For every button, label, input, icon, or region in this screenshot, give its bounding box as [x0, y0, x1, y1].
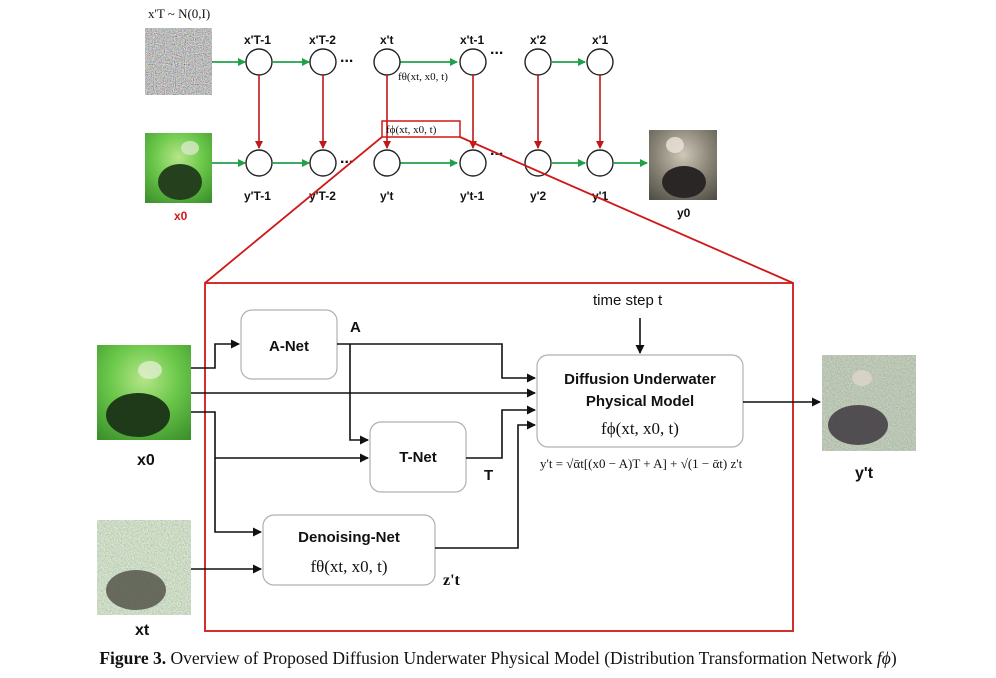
detail-frame — [204, 282, 794, 632]
label-x1: x'1 — [592, 33, 609, 47]
node-yT1 — [245, 149, 273, 177]
dupm-box — [536, 354, 744, 448]
arrow-a-to-tnet — [349, 344, 369, 445]
caption-symbol: fϕ — [876, 648, 891, 668]
denoise-fn: fθ(xt, x0, t) — [310, 557, 387, 576]
arrow-x0-to-denoise — [214, 458, 262, 537]
node-yt1 — [459, 149, 487, 177]
x0-image-top — [145, 133, 212, 203]
node-yt — [373, 149, 401, 177]
tnet-label: T-Net — [399, 449, 437, 466]
label-yT2: y'T-2 — [309, 189, 336, 203]
dupm-fn: fϕ(xt, x0, t) — [601, 419, 679, 438]
x0-image — [97, 345, 191, 440]
noise-dist-label: x'T ~ N(0,I) — [148, 6, 210, 21]
label-xt: x't — [380, 33, 394, 47]
label-yT1: y'T-1 — [244, 189, 271, 203]
dots-top-2: ... — [490, 41, 503, 58]
yt-image — [822, 355, 916, 451]
arrow-x0-to-tnet — [191, 411, 369, 463]
f-theta-small: fθ(xt, x0, t) — [398, 71, 448, 83]
arrow-t-to-dupm — [466, 405, 536, 459]
arrow-z-to-dupm — [435, 420, 536, 549]
anet-label: A-Net — [269, 338, 309, 355]
a-label: A — [350, 319, 361, 336]
caption-label: Figure 3. — [99, 648, 167, 668]
dupm-line1: Diffusion Underwater — [564, 371, 716, 388]
node-xt1 — [459, 48, 487, 76]
node-xT2 — [309, 48, 337, 76]
zoom-line-right — [459, 136, 794, 284]
figure-caption: Figure 3. Overview of Proposed Diffusion… — [0, 648, 996, 669]
xt-image — [97, 520, 191, 615]
node-y1 — [586, 149, 614, 177]
x0-label: x0 — [137, 452, 155, 469]
dots-top-1: ... — [340, 49, 353, 66]
label-x2: x'2 — [530, 33, 547, 47]
denoise-box — [262, 514, 436, 586]
node-x1 — [586, 48, 614, 76]
noise-image-xT — [145, 28, 212, 95]
caption-close: ) — [890, 648, 897, 668]
x0-label-top: x0 — [174, 209, 188, 223]
node-x2 — [524, 48, 552, 76]
node-xT1 — [245, 48, 273, 76]
caption-text: Overview of Proposed Diffusion Underwate… — [170, 648, 877, 668]
y0-image-top — [649, 130, 717, 200]
denoise-label: Denoising-Net — [298, 529, 400, 546]
arrow-a-to-dupm — [337, 343, 536, 383]
label-yt: y't — [380, 189, 394, 203]
label-yt1: y't-1 — [460, 189, 485, 203]
label-xT2: x'T-2 — [309, 33, 336, 47]
label-xT1: x'T-1 — [244, 33, 271, 47]
equation: y't = √ᾱt[(x0 − A)T + A] + √(1 − ᾱt) z't — [540, 456, 743, 471]
zoom-line-left — [204, 136, 383, 284]
yt-label: y't — [855, 465, 874, 482]
time-step-label: time step t — [593, 292, 663, 309]
f-phi-highlight — [381, 120, 461, 138]
node-y2 — [524, 149, 552, 177]
node-yT2 — [309, 149, 337, 177]
dupm-line2: Physical Model — [586, 393, 694, 410]
dots-bottom-1: ... — [340, 150, 353, 167]
arrow-x0-to-anet — [191, 339, 240, 369]
xt-label: xt — [135, 622, 150, 639]
node-xt — [373, 48, 401, 76]
f-phi-small: fϕ(xt, x0, t) — [386, 124, 437, 136]
label-y2: y'2 — [530, 189, 547, 203]
tnet-box — [369, 421, 467, 493]
t-label: T — [484, 467, 493, 484]
label-xt1: x't-1 — [460, 33, 485, 47]
z-label: z't — [443, 572, 461, 589]
y0-label-top: y0 — [677, 206, 691, 220]
